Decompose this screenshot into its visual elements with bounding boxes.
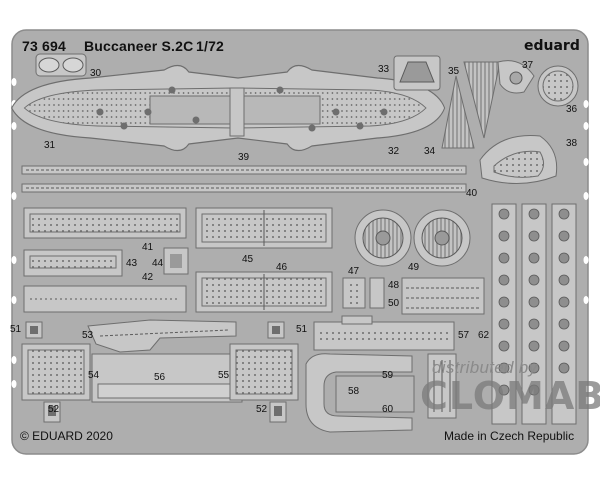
label-35: 35 (448, 66, 460, 77)
label-42: 42 (142, 272, 154, 283)
part-30 (35, 53, 87, 77)
brand-logo: eduard (524, 38, 580, 54)
part-37 (497, 60, 535, 94)
label-31: 31 (44, 140, 56, 151)
part-53 (87, 319, 237, 353)
label-32: 32 (388, 146, 400, 157)
label-33: 33 (378, 64, 390, 75)
part-33 (393, 55, 441, 91)
label-56: 56 (154, 372, 166, 383)
label-44: 44 (152, 258, 164, 269)
part-40 (21, 183, 467, 193)
label-54: 54 (88, 370, 100, 381)
label-37: 37 (522, 60, 534, 71)
part-34 (441, 75, 475, 149)
part-46 (195, 271, 333, 313)
part-39 (21, 165, 467, 175)
part-48 (369, 277, 385, 309)
part-44 (163, 247, 189, 275)
label-58: 58 (348, 386, 360, 397)
part-55 (229, 343, 299, 401)
part-51-left (25, 321, 43, 339)
part-52-left (43, 401, 61, 423)
label-52-right: 52 (256, 404, 268, 415)
part-51-right (267, 321, 285, 339)
part-36 (537, 65, 579, 107)
label-45: 45 (242, 254, 254, 265)
part-43 (23, 249, 123, 277)
part-35 (463, 61, 501, 139)
watermark-distributed-by: distributed by (432, 358, 538, 377)
part-52-right (269, 401, 287, 423)
kit-scale: 1/72 (196, 38, 225, 54)
part-62 (491, 203, 577, 425)
label-52-left: 52 (48, 404, 60, 415)
label-41: 41 (142, 242, 154, 253)
label-39: 39 (238, 152, 250, 163)
label-47: 47 (348, 266, 360, 277)
label-59: 59 (382, 370, 394, 381)
label-60: 60 (382, 404, 394, 415)
part-50 (401, 277, 485, 315)
label-55: 55 (218, 370, 230, 381)
label-36: 36 (566, 104, 578, 115)
label-50: 50 (388, 298, 400, 309)
kit-number: 73 694 (22, 38, 67, 54)
label-57: 57 (458, 330, 470, 341)
label-51-left: 51 (10, 324, 22, 335)
label-53: 53 (82, 330, 94, 341)
label-46: 46 (276, 262, 288, 273)
part-57 (313, 315, 455, 351)
part-38 (479, 135, 558, 185)
part-47 (342, 277, 366, 309)
copyright-text: © EDUARD 2020 (20, 429, 113, 443)
watermark-logo: CLOMAB (420, 374, 600, 418)
edge-holes (11, 78, 589, 388)
label-40: 40 (466, 188, 478, 199)
part-41 (23, 207, 187, 239)
label-38: 38 (566, 138, 578, 149)
part-54 (21, 343, 91, 401)
part-49 (354, 209, 471, 267)
label-49: 49 (408, 262, 420, 273)
part-45 (195, 207, 333, 249)
label-34: 34 (424, 146, 436, 157)
label-51-right: 51 (296, 324, 308, 335)
label-48: 48 (388, 280, 400, 291)
label-30: 30 (90, 68, 102, 79)
part-56 (91, 353, 243, 403)
part-58-59-60 (305, 353, 457, 433)
origin-text: Made in Czech Republic (444, 429, 575, 443)
kit-name: Buccaneer S.2C (84, 38, 194, 54)
part-42 (23, 285, 187, 313)
part-31-32-panel (11, 64, 446, 152)
label-43: 43 (126, 258, 138, 269)
label-62: 62 (478, 330, 490, 341)
